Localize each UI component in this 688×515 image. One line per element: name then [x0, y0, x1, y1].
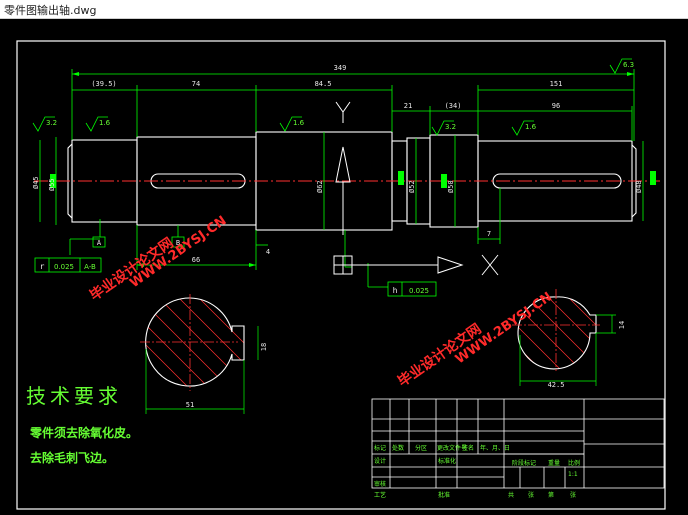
- tb-check: 审核: [374, 480, 386, 488]
- dim-96: 96: [552, 102, 560, 110]
- tb-zone: 分区: [415, 444, 427, 452]
- roughness-1: 3.2: [46, 119, 57, 127]
- tb-sign: 签名: [462, 444, 474, 452]
- tb-stage: 阶段标记: [512, 459, 536, 467]
- tb-mark: 标记: [374, 444, 386, 452]
- runout-tolerance-frame: r 0.025 A-B: [34, 257, 102, 273]
- tb-date: 年、月、日: [480, 444, 510, 452]
- tb-sheet-1: 张: [528, 491, 534, 499]
- dim-21: 21: [404, 102, 412, 110]
- flatness-tolerance-frame: h 0.025: [387, 281, 437, 297]
- dim-4: 4: [266, 248, 270, 256]
- tb-tech: 工艺: [374, 491, 386, 499]
- drawing-canvas[interactable]: 349 (39.5) 74 84.5 21 (34) 151 96 66 4 7…: [0, 19, 688, 515]
- cad-drawing: 349 (39.5) 74 84.5 21 (34) 151 96 66 4 7…: [16, 40, 666, 510]
- tech-line-1: 零件须去除氧化皮。: [29, 425, 138, 440]
- dim-dia-45: Ø45: [32, 176, 40, 189]
- tb-num: 第: [548, 491, 554, 499]
- dim-dia-48: Ø48: [635, 180, 643, 193]
- datum-b: B: [176, 239, 180, 247]
- tech-title: 技术要求: [26, 384, 122, 408]
- roughness-general: 6.3: [623, 61, 634, 69]
- section-view-marker: [333, 101, 499, 276]
- keyway-right: [492, 173, 622, 189]
- sec-dim-42-5: 42.5: [548, 381, 565, 389]
- watermark-left: 毕业设计论文网 WWW.2BYSJ.CN: [87, 213, 230, 304]
- dim-151: 151: [550, 80, 563, 88]
- dim-dia-62: Ø62: [316, 180, 324, 193]
- tb-sheet-2: 张: [570, 491, 576, 499]
- flatness-value: 0.025: [409, 287, 429, 295]
- dim-7: 7: [487, 230, 491, 238]
- section-view-right: 42.5 14: [512, 289, 626, 389]
- dimension-arrows: [72, 72, 634, 267]
- title-block: [371, 398, 665, 489]
- sec-dim-14: 14: [618, 321, 626, 329]
- flatness-symbol: h: [393, 286, 398, 295]
- sec-dim-18: 18: [260, 343, 268, 351]
- tech-line-2: 去除毛刺飞边。: [30, 450, 114, 465]
- tb-approve: 批准: [438, 491, 450, 499]
- runout-ref: A-B: [84, 263, 96, 271]
- dim-dia-50: Ø50: [447, 180, 455, 193]
- dim-dia-55: Ø55: [48, 178, 56, 191]
- dim-74: 74: [192, 80, 200, 88]
- sec-dim-51: 51: [186, 401, 194, 409]
- watermark-right: 毕业设计论文网 WWW.2BYSJ.CN: [395, 290, 555, 391]
- keyway-left: [150, 173, 246, 189]
- window-title-bar: 零件图输出轴.dwg: [0, 0, 688, 19]
- dim-34: (34): [445, 102, 462, 110]
- roughness-2: 1.6: [99, 119, 111, 127]
- datum-a: A: [97, 239, 102, 247]
- dim-66: 66: [192, 256, 200, 264]
- runout-symbol: r: [40, 262, 45, 271]
- dim-dia-52: Ø52: [408, 180, 416, 193]
- roughness-5: 1.6: [525, 123, 537, 131]
- tb-scale: 比例: [568, 459, 580, 467]
- roughness-4: 3.2: [445, 123, 456, 131]
- tb-scale-val: 1:1: [568, 471, 578, 478]
- roughness-3: 1.6: [293, 119, 305, 127]
- tb-weight: 重量: [548, 459, 560, 467]
- tb-std: 标准化: [438, 457, 456, 465]
- window-title: 零件图输出轴.dwg: [4, 4, 97, 17]
- tb-design: 设计: [374, 457, 386, 465]
- dim-overall: 349: [334, 64, 347, 72]
- tb-total: 共: [508, 491, 514, 499]
- center-markers: [50, 171, 656, 188]
- dimension-lines: [39, 69, 644, 288]
- drawing-border: [16, 40, 666, 510]
- technical-requirements: 技术要求 零件须去除氧化皮。 去除毛刺飞边。: [26, 384, 138, 465]
- tb-change: 更改文件号: [437, 444, 467, 452]
- tb-count: 处数: [392, 444, 404, 452]
- runout-value: 0.025: [54, 263, 74, 271]
- dim-39-5: (39.5): [91, 80, 116, 88]
- dim-84-5: 84.5: [315, 80, 332, 88]
